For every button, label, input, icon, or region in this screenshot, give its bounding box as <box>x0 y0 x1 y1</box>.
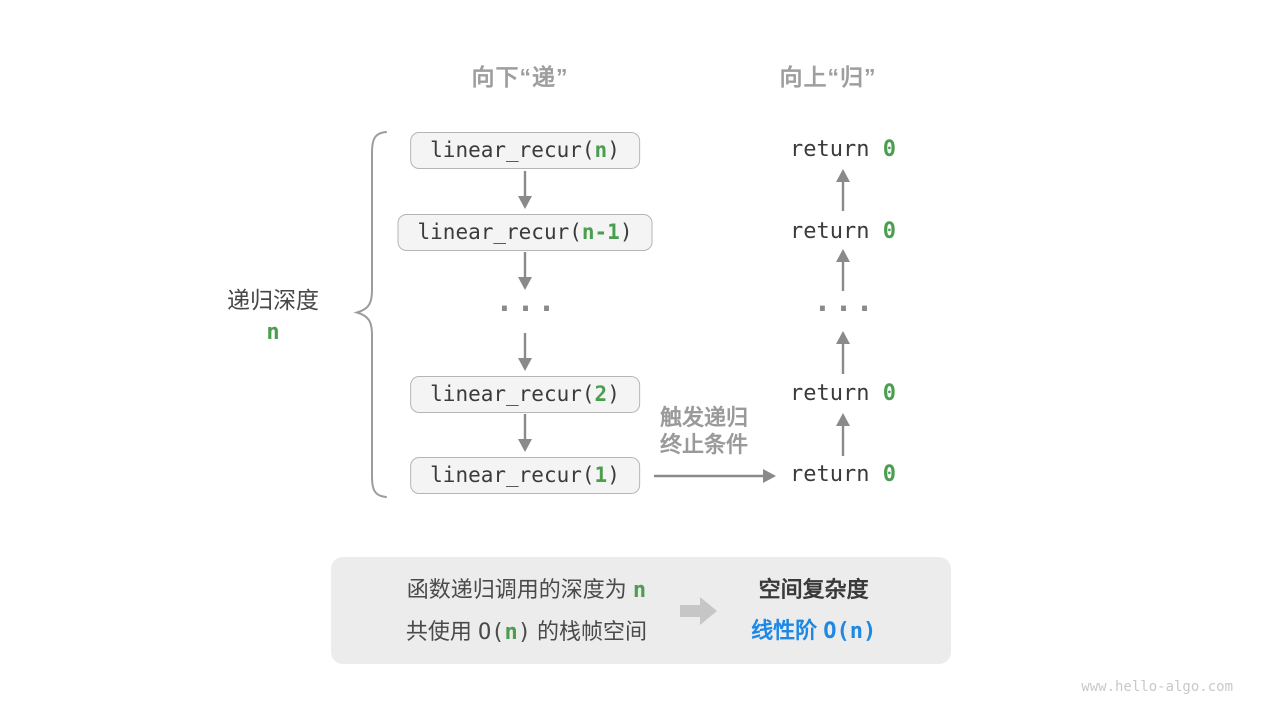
code-text: ) <box>607 138 620 162</box>
trigger-label: 触发递归 终止条件 <box>660 404 748 458</box>
summary-right: 空间复杂度 线性阶 O(n) <box>751 569 876 652</box>
call-box-2: linear_recur(2) <box>410 376 640 413</box>
summary-line2-close: ) <box>517 619 531 645</box>
return-value: 0 <box>882 219 896 244</box>
summary-line2-post: 的栈帧空间 <box>530 618 648 644</box>
code-text: return <box>790 381 883 406</box>
summary-line2-value: n <box>504 619 518 645</box>
call-ellipsis: ··· <box>495 292 559 327</box>
call-box-n: linear_recur(n) <box>410 132 640 169</box>
code-text: linear_recur( <box>417 220 582 244</box>
depth-value: n <box>266 320 280 345</box>
code-text: linear_recur( <box>430 463 595 487</box>
space-complexity-title: 空间复杂度 <box>758 577 869 602</box>
trigger-line1: 触发递归 <box>660 405 749 430</box>
code-text: ) <box>607 382 620 406</box>
summary-box: 函数递归调用的深度为 n 共使用 O(n) 的栈帧空间 空间复杂度 线性阶 O(… <box>331 557 951 664</box>
return-label: return 0 <box>790 220 896 244</box>
return-label: return 0 <box>790 463 896 487</box>
depth-label: 递归深度 <box>227 287 319 313</box>
summary-line1-value: n <box>632 577 647 603</box>
code-text: linear_recur( <box>430 382 595 406</box>
code-text: return <box>790 137 883 162</box>
summary-line2: 共使用 O(n) 的栈帧空间 <box>406 611 647 653</box>
code-text: ) <box>607 463 620 487</box>
return-value: 0 <box>882 381 896 406</box>
ascend-header: 向上“归” <box>779 64 877 90</box>
summary-line1-text: 函数递归调用的深度为 <box>406 576 633 602</box>
complexity-notation: O(n) <box>823 619 877 644</box>
watermark: www.hello-algo.com <box>1081 679 1233 695</box>
code-text: return <box>790 462 883 487</box>
summary-line2-pre: 共使用 <box>405 618 478 644</box>
code-text: linear_recur( <box>430 138 595 162</box>
complexity-order-text: 线性阶 <box>751 618 818 643</box>
arrow-right-icon <box>680 596 718 625</box>
return-ellipsis: ··· <box>813 292 877 327</box>
summary-line2-open: O( <box>477 619 505 645</box>
summary-left: 函数递归调用的深度为 n 共使用 O(n) 的栈帧空间 <box>406 569 647 653</box>
return-label: return 0 <box>790 382 896 406</box>
call-box-n-1: linear_recur(n-1) <box>397 214 653 251</box>
code-arg: n <box>594 138 608 162</box>
return-label: return 0 <box>790 138 896 162</box>
code-arg: n-1 <box>581 220 620 244</box>
summary-line1: 函数递归调用的深度为 n <box>406 569 647 611</box>
code-text: return <box>790 219 883 244</box>
code-arg: 1 <box>594 463 608 487</box>
return-value: 0 <box>882 137 896 162</box>
call-box-1: linear_recur(1) <box>410 457 640 494</box>
code-arg: 2 <box>594 382 608 406</box>
descend-header: 向下“递” <box>471 64 569 90</box>
code-text: ) <box>619 220 633 244</box>
space-complexity-value: 线性阶 O(n) <box>751 610 876 652</box>
trigger-line2: 终止条件 <box>660 432 749 457</box>
depth-brace-icon <box>353 131 387 498</box>
return-value: 0 <box>882 462 896 487</box>
